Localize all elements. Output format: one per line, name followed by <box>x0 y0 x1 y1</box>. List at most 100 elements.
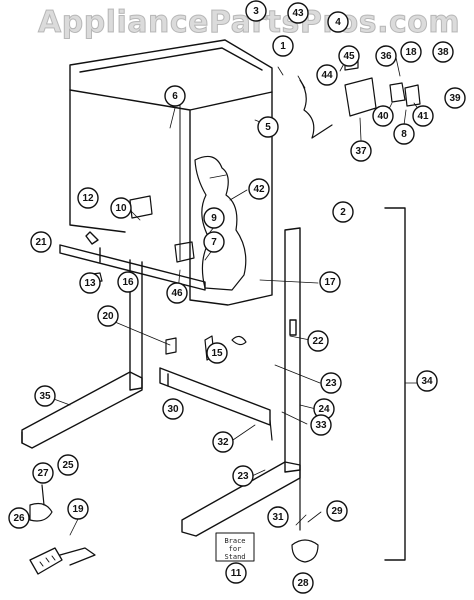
callout-29: 29 <box>326 500 348 522</box>
callout-33: 33 <box>310 414 332 436</box>
callout-number: 16 <box>122 277 134 288</box>
callout-4: 4 <box>327 11 349 33</box>
small-parts <box>29 52 421 563</box>
callout-number: 37 <box>355 146 367 157</box>
callout-number: 9 <box>211 213 217 224</box>
callout-circle <box>326 500 348 522</box>
callout-circle <box>32 462 54 484</box>
callout-circle <box>232 465 254 487</box>
right-leg <box>181 227 301 537</box>
callout-5: 5 <box>257 116 279 138</box>
callout-15: 15 <box>206 342 228 364</box>
callout-number: 19 <box>72 504 84 515</box>
callout-number: 5 <box>265 122 271 133</box>
callout-number: 1 <box>280 41 286 52</box>
callout-20: 20 <box>97 305 119 327</box>
callout-number: 11 <box>231 568 242 579</box>
tub-body <box>69 39 273 306</box>
callout-number: 32 <box>217 437 229 448</box>
callout-number: 22 <box>312 336 324 347</box>
callout-3: 3 <box>245 0 267 22</box>
callout-25: 25 <box>57 454 79 476</box>
callout-circle <box>225 562 247 584</box>
callout-circle <box>307 330 329 352</box>
callout-26: 26 <box>8 507 30 529</box>
group-bracket <box>384 207 406 561</box>
callout-number: 36 <box>380 51 392 62</box>
callout-44: 44 <box>316 64 338 86</box>
callout-number: 39 <box>449 93 461 104</box>
callout-circle <box>248 178 270 200</box>
callout-circle <box>292 572 314 594</box>
callout-circle <box>319 271 341 293</box>
callout-number: 12 <box>82 193 94 204</box>
callout-number: 43 <box>292 8 304 19</box>
left-leg <box>21 259 143 449</box>
callout-8: 8 <box>393 123 415 145</box>
callout-number: 4 <box>335 17 341 28</box>
callout-circle <box>267 506 289 528</box>
callout-number: 24 <box>318 404 330 415</box>
callout-circle <box>8 507 30 529</box>
callout-number: 29 <box>331 506 343 517</box>
callout-circle <box>162 398 184 420</box>
callout-23: 23 <box>320 372 342 394</box>
callout-22: 22 <box>307 330 329 352</box>
callout-28: 28 <box>292 572 314 594</box>
callout-12: 12 <box>77 187 99 209</box>
callout-circle <box>416 370 438 392</box>
callout-circle <box>110 197 132 219</box>
callout-circle <box>79 272 101 294</box>
callout-13: 13 <box>79 272 101 294</box>
callout-number: 33 <box>315 420 327 431</box>
callout-circle <box>166 282 188 304</box>
callout-number: 7 <box>211 237 217 248</box>
callout-30: 30 <box>162 398 184 420</box>
callout-number: 3 <box>253 6 259 17</box>
callout-27: 27 <box>32 462 54 484</box>
callout-number: 21 <box>35 237 47 248</box>
callout-9: 9 <box>203 207 225 229</box>
callout-number: 27 <box>37 468 49 479</box>
callout-number: 35 <box>39 391 51 402</box>
callout-number: 31 <box>272 512 284 523</box>
callout-number: 30 <box>167 404 179 415</box>
callout-circle <box>400 41 422 63</box>
callout-circle <box>30 231 52 253</box>
callout-number: 44 <box>321 70 333 81</box>
callout-number: 41 <box>417 111 429 122</box>
callout-number: 6 <box>172 91 178 102</box>
callout-6: 6 <box>164 85 186 107</box>
callout-circle <box>245 0 267 22</box>
brace-label-box <box>215 532 255 562</box>
callout-number: 17 <box>324 277 336 288</box>
callout-11: 11 <box>225 562 247 584</box>
callout-circle <box>212 431 234 453</box>
callout-number: 25 <box>62 460 74 471</box>
callout-number: 18 <box>405 47 417 58</box>
callout-circle <box>117 271 139 293</box>
callout-circle <box>444 87 466 109</box>
callout-number: 15 <box>211 348 223 359</box>
callout-circle <box>203 231 225 253</box>
callout-circle <box>67 498 89 520</box>
callout-34: 34 <box>416 370 438 392</box>
callout-43: 43 <box>287 2 309 24</box>
callout-23: 23 <box>232 465 254 487</box>
callout-number: 40 <box>377 111 389 122</box>
callout-circle <box>375 45 397 67</box>
callout-16: 16 <box>117 271 139 293</box>
callout-number: 45 <box>343 51 355 62</box>
callout-circle <box>432 41 454 63</box>
callout-circle <box>206 342 228 364</box>
callout-number: 42 <box>253 184 265 195</box>
callout-39: 39 <box>444 87 466 109</box>
callout-1: 1 <box>272 35 294 57</box>
callout-circle <box>350 140 372 162</box>
callout-circle <box>203 207 225 229</box>
callout-circle <box>412 105 434 127</box>
brace-for-stand-label: Brace for Stand <box>224 537 246 561</box>
callout-7: 7 <box>203 231 225 253</box>
callout-number: 26 <box>13 513 25 524</box>
